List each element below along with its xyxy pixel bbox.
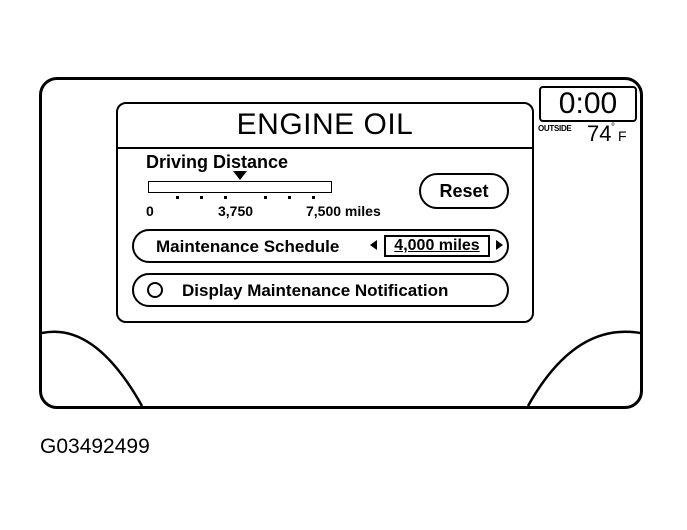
degree-symbol: ° xyxy=(611,122,615,133)
maintenance-schedule-label: Maintenance Schedule xyxy=(156,237,340,256)
temperature-unit: F xyxy=(618,128,627,144)
clock-display: 0:00 xyxy=(539,86,637,122)
scale-tick xyxy=(288,196,291,199)
outside-label: OUTSIDE xyxy=(538,124,572,133)
scale-label-end: 7,500 miles xyxy=(306,203,381,219)
scale-tick xyxy=(176,196,179,199)
reset-button[interactable]: Reset xyxy=(419,173,509,209)
increase-arrow-icon[interactable] xyxy=(496,240,503,250)
outside-temperature: 74 xyxy=(587,121,612,146)
scale-label-mid: 3,750 xyxy=(218,203,254,219)
scale-tick xyxy=(224,196,227,199)
maintenance-schedule-row[interactable]: Maintenance Schedule 4,000 miles xyxy=(132,229,509,263)
title-divider xyxy=(118,147,532,149)
driving-distance-bar xyxy=(148,181,332,193)
notification-radio[interactable] xyxy=(147,282,163,298)
screen-title: ENGINE OIL xyxy=(236,108,414,141)
maintenance-schedule-value[interactable]: 4,000 miles xyxy=(384,235,490,257)
display-notification-option[interactable]: Display Maintenance Notification xyxy=(132,273,509,307)
engine-oil-panel: ENGINE OIL Driving Distance 0 3,750 7,50… xyxy=(116,102,534,323)
notification-label: Display Maintenance Notification xyxy=(182,281,449,300)
driving-distance-label: Driving Distance xyxy=(146,152,289,172)
figure-id: G03492499 xyxy=(40,435,150,458)
scale-tick xyxy=(200,196,203,199)
scale-label-start: 0 xyxy=(146,203,154,219)
distance-marker-icon xyxy=(233,171,247,180)
decrease-arrow-icon[interactable] xyxy=(370,240,377,250)
scale-tick xyxy=(312,196,315,199)
scale-tick xyxy=(264,196,267,199)
